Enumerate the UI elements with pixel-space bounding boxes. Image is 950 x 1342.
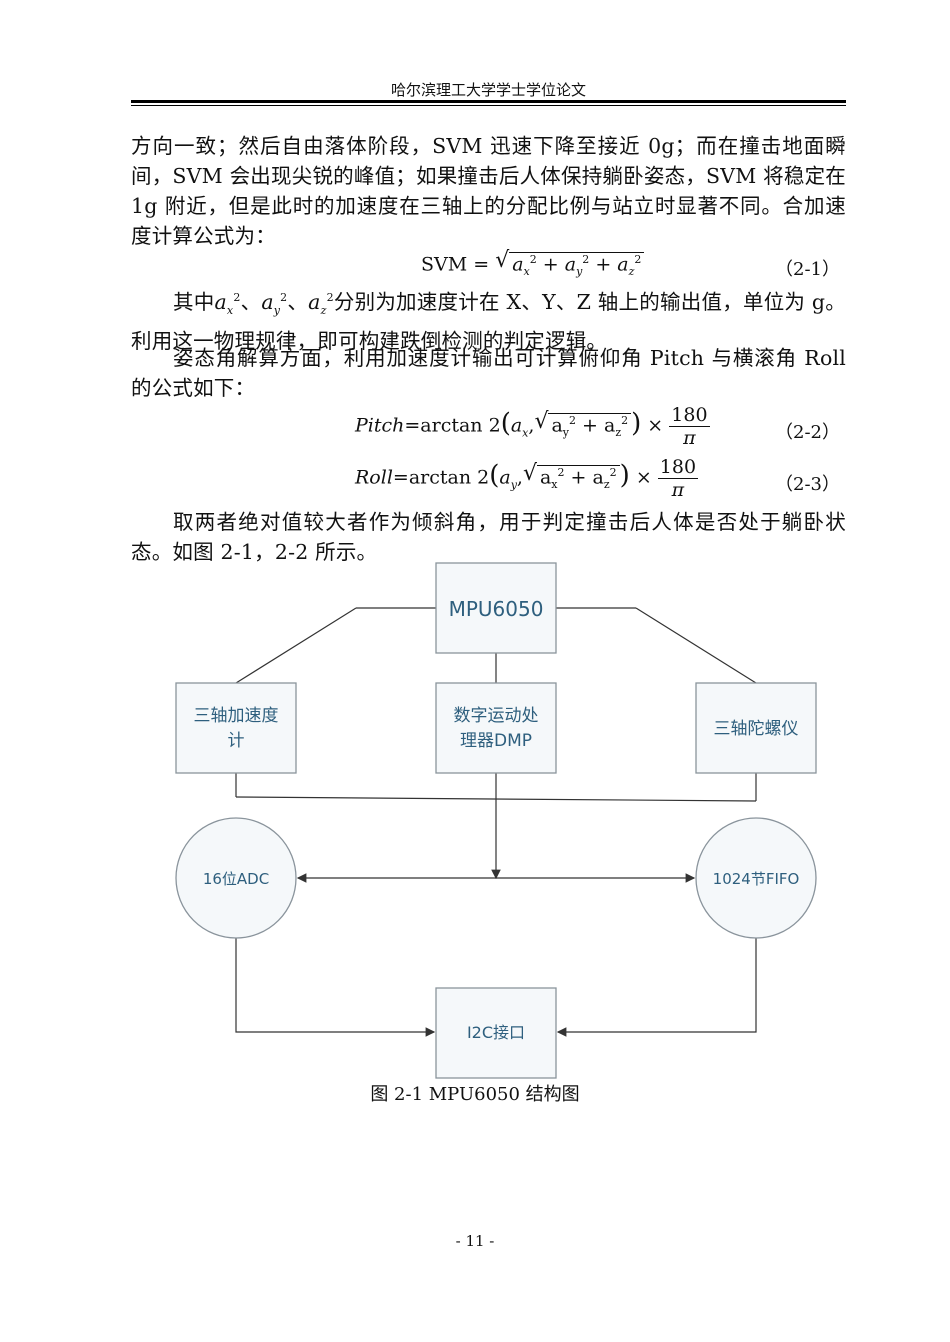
box-i2c (435, 987, 557, 1079)
header-rule-thick (131, 100, 846, 103)
paragraph-attitude: 姿态角解算方面，利用加速度计输出可计算俯仰角 Pitch 与横滚角 Roll 的… (131, 346, 846, 400)
eq3-arctan: arctan 2 (408, 466, 490, 489)
page-number: - 11 - (455, 1232, 495, 1250)
arrow-fifo-i2c (556, 938, 757, 1037)
label-accel-2: 计 (228, 731, 245, 751)
running-header: 哈尔滨理工大学学士学位论文 (390, 81, 586, 99)
label-dmp-1: 数字运动处 (454, 706, 539, 726)
arrow-adc-i2c (235, 938, 436, 1037)
line-to-gyro (635, 607, 757, 684)
eq2-label: Pitch (355, 414, 405, 437)
circle-fifo (695, 817, 817, 939)
p2-pre: 其中 (173, 289, 215, 314)
label-adc: 16位ADC (203, 870, 269, 888)
circle-adc (175, 817, 297, 939)
label-gyro: 三轴陀螺仪 (714, 719, 799, 739)
figure-caption: 图 2-1 MPU6050 结构图 (370, 1084, 580, 1105)
eq2-arctan: arctan 2 (420, 414, 501, 437)
box-dmp (435, 682, 557, 774)
eq2-num: 180 (669, 404, 710, 427)
eq3-den: π (671, 479, 685, 501)
label-accel-1: 三轴加速度 (194, 706, 279, 726)
box-mpu6050 (435, 562, 557, 654)
eq2-den: π (683, 427, 696, 449)
label-fifo: 1024节FIFO (713, 870, 800, 888)
paragraph-axis-desc: 其中ax2、ay2、az2分别为加速度计在 X、Y、Z 轴上的输出值，单位为 g… (131, 289, 846, 353)
eq1-label: SVM (421, 253, 468, 276)
paragraph-tilt: 取两者绝对值较大者作为倾斜角，用于判定撞击后人体是否处于躺卧状态。如图 2-1，… (131, 510, 846, 564)
eq2-number: （2-2） (775, 422, 840, 443)
p2-post: 分别为加速度计在 X、Y、Z 轴上的输出值，单位为 g。利用这一物理规律，即可构… (131, 289, 846, 353)
equation-svm: SVM = √ax2 + ay2 + az2 (421, 248, 645, 278)
paragraph-svm-intro: 方向一致；然后自由落体阶段，SVM 迅速下降至接近 0g；而在撞击地面瞬间，SV… (131, 134, 846, 248)
header-rule-thin (131, 105, 846, 106)
box-gyroscope (695, 682, 817, 774)
label-dmp-2: 理器DMP (460, 731, 532, 751)
label-mpu6050: MPU6050 (449, 597, 544, 621)
eq1-sqrt: √ax2 + ay2 + az2 (495, 248, 645, 278)
label-i2c: I2C接口 (467, 1023, 525, 1042)
eq3-num: 180 (657, 456, 699, 479)
eq3-label: Roll (355, 466, 393, 489)
eq3-number: （2-3） (775, 474, 840, 495)
eq1-number: （2-1） (775, 259, 840, 280)
box-accelerometer (175, 682, 297, 774)
line-to-accel (235, 607, 357, 684)
